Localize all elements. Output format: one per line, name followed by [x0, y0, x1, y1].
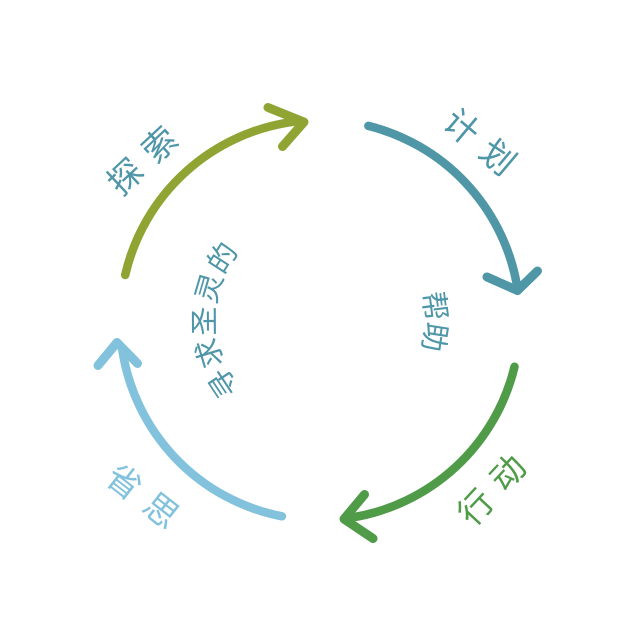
plan-arrowhead-icon: [482, 266, 542, 295]
center-arc-char: 帮: [415, 289, 454, 323]
reflect-arrow: [93, 338, 287, 521]
plan-arrow-curve: [364, 121, 521, 287]
act-arrow-curve: [347, 362, 519, 522]
reflect-arrow-curve: [117, 343, 287, 521]
plan-arrow: [364, 121, 542, 295]
center-arc-char: 圣: [187, 305, 222, 336]
act-arrowhead-icon: [339, 490, 378, 543]
act-arrow: [339, 362, 519, 543]
explore-arrow: [120, 103, 309, 280]
reflect-arrowhead-icon: [93, 338, 142, 370]
explore-arrow-curve: [120, 117, 299, 280]
explore-arrowhead-icon: [263, 103, 309, 151]
center-arc-char: 助: [415, 320, 454, 355]
